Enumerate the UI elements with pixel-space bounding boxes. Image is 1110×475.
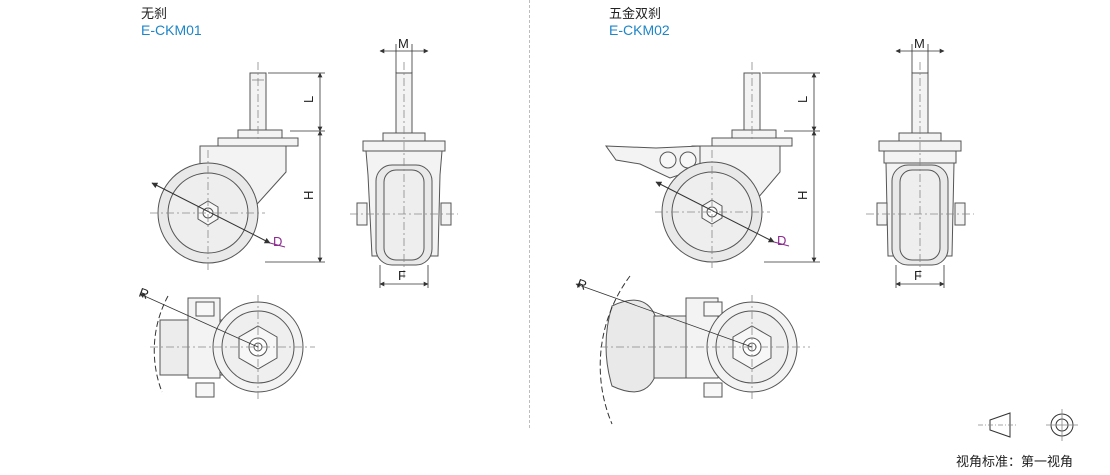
projection-standard-label: 视角标准：第一视角 (956, 455, 1074, 470)
centerlines-2-front (866, 62, 974, 278)
variant-code-1: E-CKM01 (141, 22, 202, 38)
label-h-2: H (795, 191, 810, 200)
centerlines-2-top (600, 295, 810, 400)
radius-line-1 (139, 293, 259, 348)
variant-divider (529, 0, 530, 428)
caster-2-top-view (599, 275, 798, 425)
truncated-cone-icon (978, 412, 1018, 438)
centerlines-1-front (350, 62, 458, 278)
label-f-1: F (398, 268, 406, 283)
label-r-2: R (575, 276, 589, 293)
bolt-head-bottom-1 (195, 382, 215, 398)
variant-title-1: 无刹 (141, 7, 168, 22)
top-nut-1 (237, 129, 283, 139)
centerlines-1-side (150, 62, 265, 270)
caster-1-front-view (356, 72, 452, 266)
bolt-head-top-1 (195, 301, 215, 317)
centerlines-1-top (150, 295, 315, 400)
top-nut-2 (731, 129, 777, 139)
variant-title-2: 五金双刹 (609, 7, 662, 22)
caster-2-front-view (876, 72, 966, 266)
bolt-head-bottom-2 (703, 382, 723, 398)
label-r-1: R (137, 285, 151, 302)
dims-1-side (265, 72, 325, 263)
centerlines-2-side (655, 62, 770, 268)
swivel-radius-arc-2 (599, 275, 631, 425)
brake-pedal-top-2 (605, 299, 657, 393)
bolt-head-top-2 (703, 301, 723, 317)
swivel-radius-arc-1 (153, 295, 169, 393)
radius-line-2 (575, 283, 753, 348)
caster-1-top-view (153, 295, 304, 398)
caster-2-side-view (604, 72, 793, 263)
label-d-1: D (273, 234, 282, 249)
label-l-1: L (301, 96, 316, 103)
top-plate-1 (217, 137, 299, 147)
dims-1-front (379, 44, 429, 288)
concentric-circles-icon (1046, 409, 1078, 441)
top-plate-2 (711, 137, 793, 147)
label-h-1: H (301, 191, 316, 200)
dims-2-side (762, 72, 820, 263)
label-l-2: L (795, 96, 810, 103)
label-m-1: M (398, 36, 409, 51)
label-f-2: F (914, 268, 922, 283)
variant-code-2: E-CKM02 (609, 22, 670, 38)
label-d-2: D (777, 233, 786, 248)
dims-2-front (895, 44, 945, 288)
label-m-2: M (914, 36, 925, 51)
